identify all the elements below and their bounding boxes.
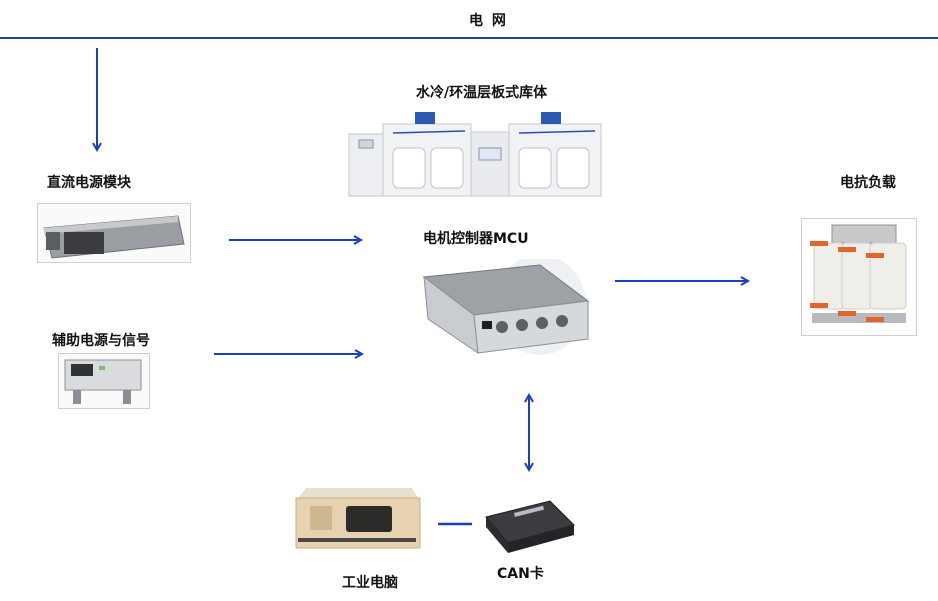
can-card-icon: [478, 495, 578, 557]
reactor-load-icon: [801, 218, 917, 336]
power-grid-line: [0, 37, 938, 39]
mcu-label: 电机控制器MCU: [423, 231, 529, 247]
aux-power-label: 辅助电源与信号: [52, 333, 150, 349]
ipc-label: 工业电脑: [342, 575, 398, 591]
chamber-label: 水冷/环温层板式库体: [416, 85, 548, 101]
aux-power-supply-icon: [58, 353, 150, 409]
motor-controller-icon: [418, 255, 594, 359]
grid-label: 电 网: [469, 13, 508, 29]
dc-power-label: 直流电源模块: [47, 175, 131, 191]
dc-power-module-icon: [37, 203, 191, 263]
load-label: 电抗负载: [840, 175, 896, 191]
can-label: CAN卡: [497, 566, 544, 582]
climate-chamber-icon: [345, 106, 610, 202]
industrial-pc-icon: [288, 484, 424, 554]
